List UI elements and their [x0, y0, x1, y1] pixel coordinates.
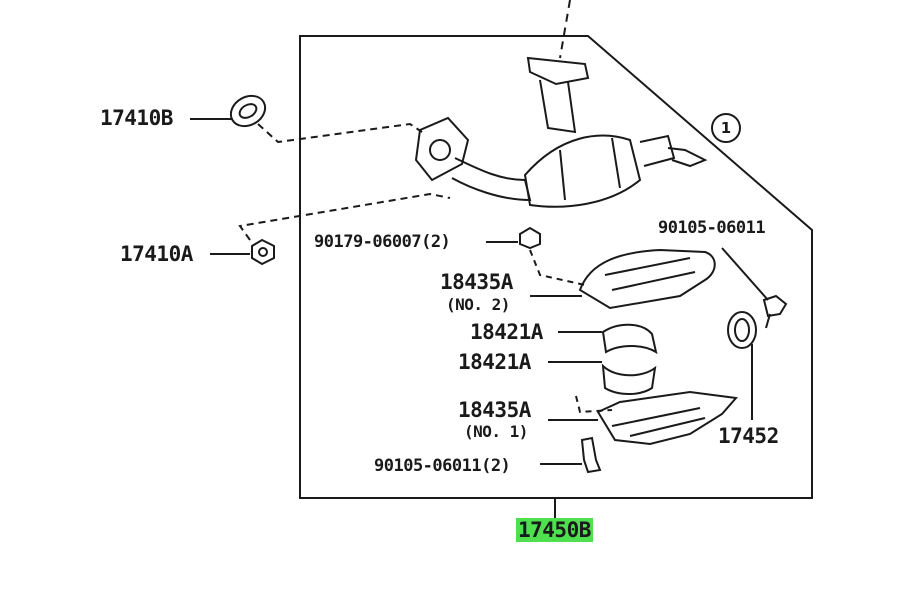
label-90105-06011-top[interactable]: 90105-06011 — [658, 218, 766, 238]
gasket-icon — [229, 94, 267, 128]
converter-no2-icon — [578, 248, 716, 310]
converter-no1-icon — [596, 390, 738, 446]
label-90105-06011-bottom[interactable]: 90105-06011(2) — [374, 456, 511, 476]
label-no1: (NO. 1) — [464, 422, 528, 441]
leader-90105-top — [721, 247, 769, 301]
nut-icon — [251, 238, 275, 266]
label-17450b-assembly[interactable]: 17450B — [516, 518, 593, 542]
assembly-frame — [299, 35, 813, 499]
dashed-17410a — [238, 192, 451, 241]
bolt-icon — [762, 294, 788, 329]
label-18435a-no2[interactable]: 18435A — [440, 270, 513, 294]
dashed-no1 — [575, 395, 613, 414]
bottom-bolt-icon — [580, 436, 602, 474]
dashed-90179 — [529, 249, 586, 286]
clamp-upper-icon — [601, 323, 658, 355]
label-90179-06007[interactable]: 90179-06007(2) — [314, 232, 451, 252]
label-17410b[interactable]: 17410B — [100, 106, 173, 130]
leader-top-dashed — [559, 0, 571, 59]
label-17452[interactable]: 17452 — [718, 424, 779, 448]
callout-circle: 1 — [711, 113, 741, 143]
label-17410a[interactable]: 17410A — [120, 242, 193, 266]
label-18421a-upper[interactable]: 18421A — [470, 320, 543, 344]
dashed-17410b — [257, 122, 423, 144]
small-nut-icon — [519, 226, 541, 250]
clamp-17452-icon — [727, 311, 757, 349]
label-18421a-lower[interactable]: 18421A — [458, 350, 531, 374]
label-18435a-no1[interactable]: 18435A — [458, 398, 531, 422]
front-pipe-converter-icon — [414, 56, 708, 208]
assembly-highlight: 17450B — [516, 518, 593, 542]
label-no2: (NO. 2) — [446, 295, 510, 314]
clamp-lower-icon — [601, 363, 657, 395]
